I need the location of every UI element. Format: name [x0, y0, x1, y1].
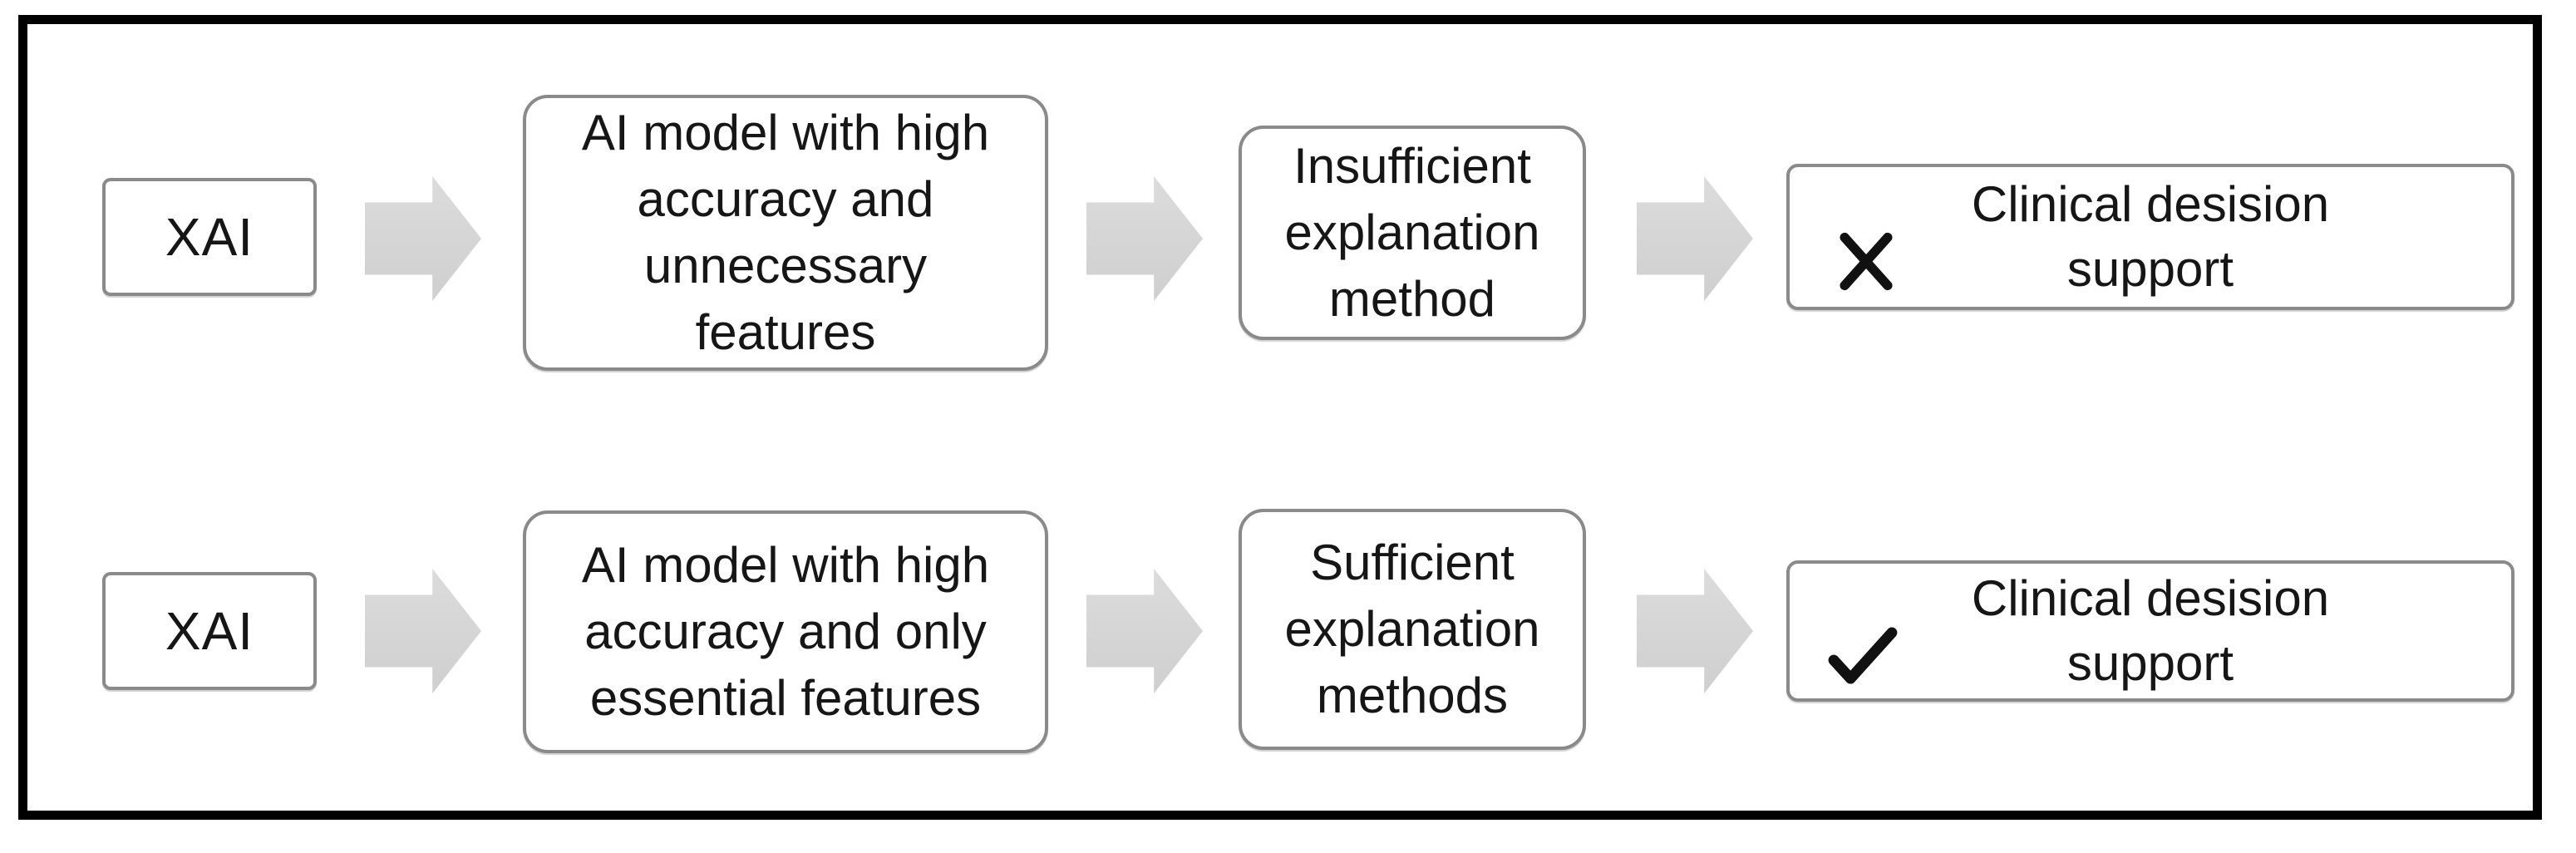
right-arrow-icon: [1637, 569, 1753, 693]
xai-box: XAI: [102, 572, 317, 690]
explanation-method-box: Insufficient explanation method: [1239, 126, 1586, 340]
right-arrow-icon: [365, 176, 481, 301]
explanation-method-box: Sufficient explanation methods: [1239, 509, 1586, 750]
ai-model-box: AI model with high accuracy and only ess…: [523, 510, 1048, 753]
outcome-label: Clinical desision support: [1971, 176, 2330, 297]
right-arrow-icon: [1086, 176, 1203, 301]
outcome-label: Clinical desision support: [1971, 570, 2330, 691]
right-arrow-icon: [1637, 176, 1753, 301]
ai-model-box: AI model with high accuracy and unnecess…: [523, 95, 1048, 371]
right-arrow-icon: [1086, 569, 1203, 693]
xai-box: XAI: [102, 178, 317, 296]
clinical-decision-support-box: Clinical desision support: [1786, 164, 2514, 310]
cross-icon: [1835, 165, 1898, 309]
clinical-decision-support-box: Clinical desision support: [1786, 560, 2514, 702]
diagram-frame: XAI AI model with high accuracy and unne…: [18, 15, 2542, 820]
check-icon: [1825, 560, 1901, 703]
right-arrow-icon: [365, 569, 481, 693]
